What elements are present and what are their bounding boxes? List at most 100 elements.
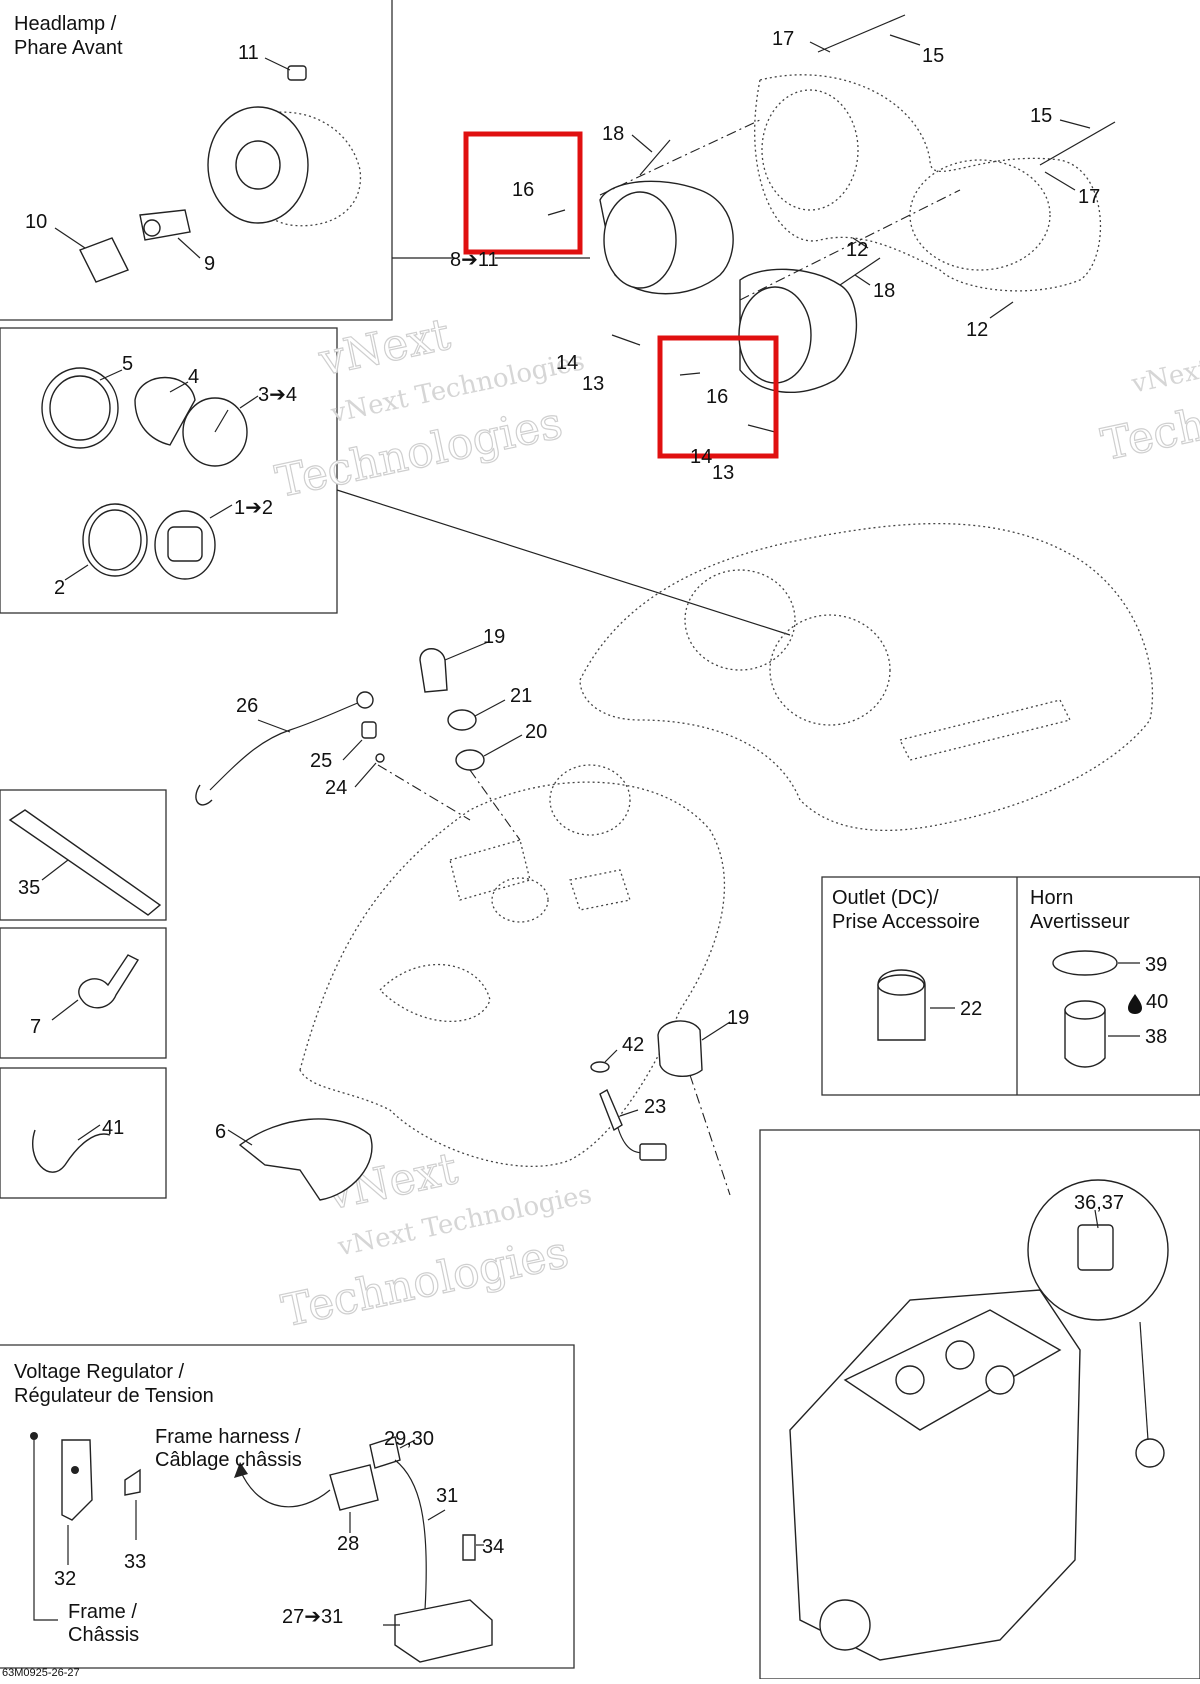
sensor-23 xyxy=(599,1089,623,1132)
callout-16a: 16 xyxy=(512,179,534,201)
horn-38-top xyxy=(1064,1000,1106,1020)
leader-23 xyxy=(619,1109,639,1117)
headlamp-retainer-10 xyxy=(79,237,129,283)
figure-code: 63M0925-26-27 xyxy=(2,1667,80,1679)
spark-plug-well-1 xyxy=(895,1365,925,1395)
sensor-23-connector xyxy=(639,1143,667,1161)
engine-parts xyxy=(789,1179,1169,1661)
axis-line-1 xyxy=(599,119,761,196)
clamp-7 xyxy=(78,954,140,1009)
hood-gauge-opening-right xyxy=(769,614,891,726)
callout-11: 11 xyxy=(238,42,259,64)
horn-title-1: Horn xyxy=(1030,887,1073,909)
axis-line-2 xyxy=(739,189,961,301)
console-switch-mount xyxy=(449,839,531,901)
gauge-panel-frame xyxy=(0,327,338,614)
bracket-32 xyxy=(61,1439,93,1521)
ignition-switch-19 xyxy=(657,1020,703,1077)
headlamp-connector-11 xyxy=(287,65,307,81)
tether-clip xyxy=(195,784,213,806)
leader-5 xyxy=(99,369,123,381)
headlamp-leaders xyxy=(54,57,590,259)
callout-29-30: 29,30 xyxy=(384,1428,434,1450)
washer-42 xyxy=(590,1061,610,1073)
callout-27-31: 27➔31 xyxy=(282,1606,343,1628)
hood-outline xyxy=(579,522,1154,832)
leader-12b xyxy=(989,301,1014,319)
frame-harness-label-2: Câblage châssis xyxy=(155,1449,302,1471)
outlet-22-top xyxy=(877,974,925,996)
harness-31 xyxy=(394,1459,427,1611)
gauge-lens-4 xyxy=(134,376,196,446)
hood-vent xyxy=(899,699,1071,761)
leader-10 xyxy=(54,227,86,249)
gauge-exploded xyxy=(41,367,248,580)
console-gauge-cup xyxy=(549,764,631,836)
bulb-base xyxy=(143,219,161,237)
callout-6: 6 xyxy=(215,1121,226,1143)
nut-20 xyxy=(455,749,485,771)
callout-38: 38 xyxy=(1145,1026,1167,1048)
console-assembly xyxy=(299,764,726,1167)
callout-40: 40 xyxy=(1146,991,1168,1013)
highlight-box-16-upper xyxy=(463,131,583,255)
callout-8-11: 8➔11 xyxy=(450,249,499,271)
callout-20: 20 xyxy=(525,721,547,743)
callout-32: 32 xyxy=(54,1568,76,1590)
spring-18b xyxy=(839,257,881,286)
switch-25 xyxy=(361,721,377,739)
leader-18a xyxy=(631,134,653,153)
screw-15a xyxy=(817,14,906,53)
leader-24 xyxy=(354,762,377,788)
leader-25 xyxy=(342,739,363,761)
callout-19a: 19 xyxy=(483,626,505,648)
tube-35 xyxy=(8,809,162,916)
leader-7 xyxy=(51,999,79,1021)
callout-25: 25 xyxy=(310,750,332,772)
gauge-leaders xyxy=(64,369,791,636)
tie-41 xyxy=(32,1129,111,1173)
tether-cap xyxy=(356,691,374,709)
callout-13b: 13 xyxy=(712,462,734,484)
headlight-left-socket xyxy=(603,191,677,289)
leader-19a xyxy=(444,641,489,661)
horn-38 xyxy=(1064,1009,1106,1068)
leader-9 xyxy=(177,237,201,259)
detail-link-line xyxy=(1139,1321,1149,1441)
nut-24 xyxy=(375,753,385,763)
callout-1-2: 1➔2 xyxy=(234,497,273,519)
leader-42 xyxy=(604,1049,618,1063)
callout-labels: 11 10 9 8➔11 5 4 3➔4 1➔2 2 17 15 15 17 1… xyxy=(18,28,1168,1628)
hood-assembly xyxy=(579,522,1154,832)
horn-title-2: Avertisseur xyxy=(1030,911,1130,933)
frame-harness-arrow xyxy=(239,1469,331,1508)
switch-leaders xyxy=(257,641,731,1117)
callout-41: 41 xyxy=(102,1117,124,1139)
leader-26 xyxy=(257,719,291,733)
callout-18b: 18 xyxy=(873,280,895,302)
watermark-tech-1: Technologies xyxy=(271,397,566,507)
regulator-panel-frame xyxy=(0,1344,575,1669)
leader-1-2 xyxy=(209,504,233,519)
headlamp-title-2: Phare Avant xyxy=(14,37,123,59)
spark-plug-well-3 xyxy=(985,1365,1015,1395)
console-socket-mount xyxy=(569,869,631,911)
highlight-box-16-lower xyxy=(657,335,779,459)
leader-20 xyxy=(483,734,523,757)
leader-4 xyxy=(169,381,189,393)
leader-6 xyxy=(227,1129,253,1146)
callout-42: 42 xyxy=(622,1034,644,1056)
gauge-bezel-5-inner xyxy=(49,375,111,441)
leader-19b xyxy=(701,1021,731,1041)
leader-2 xyxy=(64,564,89,581)
callout-12b: 12 xyxy=(966,319,988,341)
callout-24: 24 xyxy=(325,777,347,799)
screw-14b xyxy=(747,424,776,433)
leader-16b xyxy=(679,372,701,376)
tether-axis xyxy=(377,764,471,821)
headlamp-title-1: Headlamp / xyxy=(14,13,117,35)
regulator-title-1: Voltage Regulator / xyxy=(14,1361,185,1383)
leader-36-37 xyxy=(1094,1209,1099,1229)
spring-18a xyxy=(639,139,671,176)
callout-14b: 14 xyxy=(690,446,712,468)
